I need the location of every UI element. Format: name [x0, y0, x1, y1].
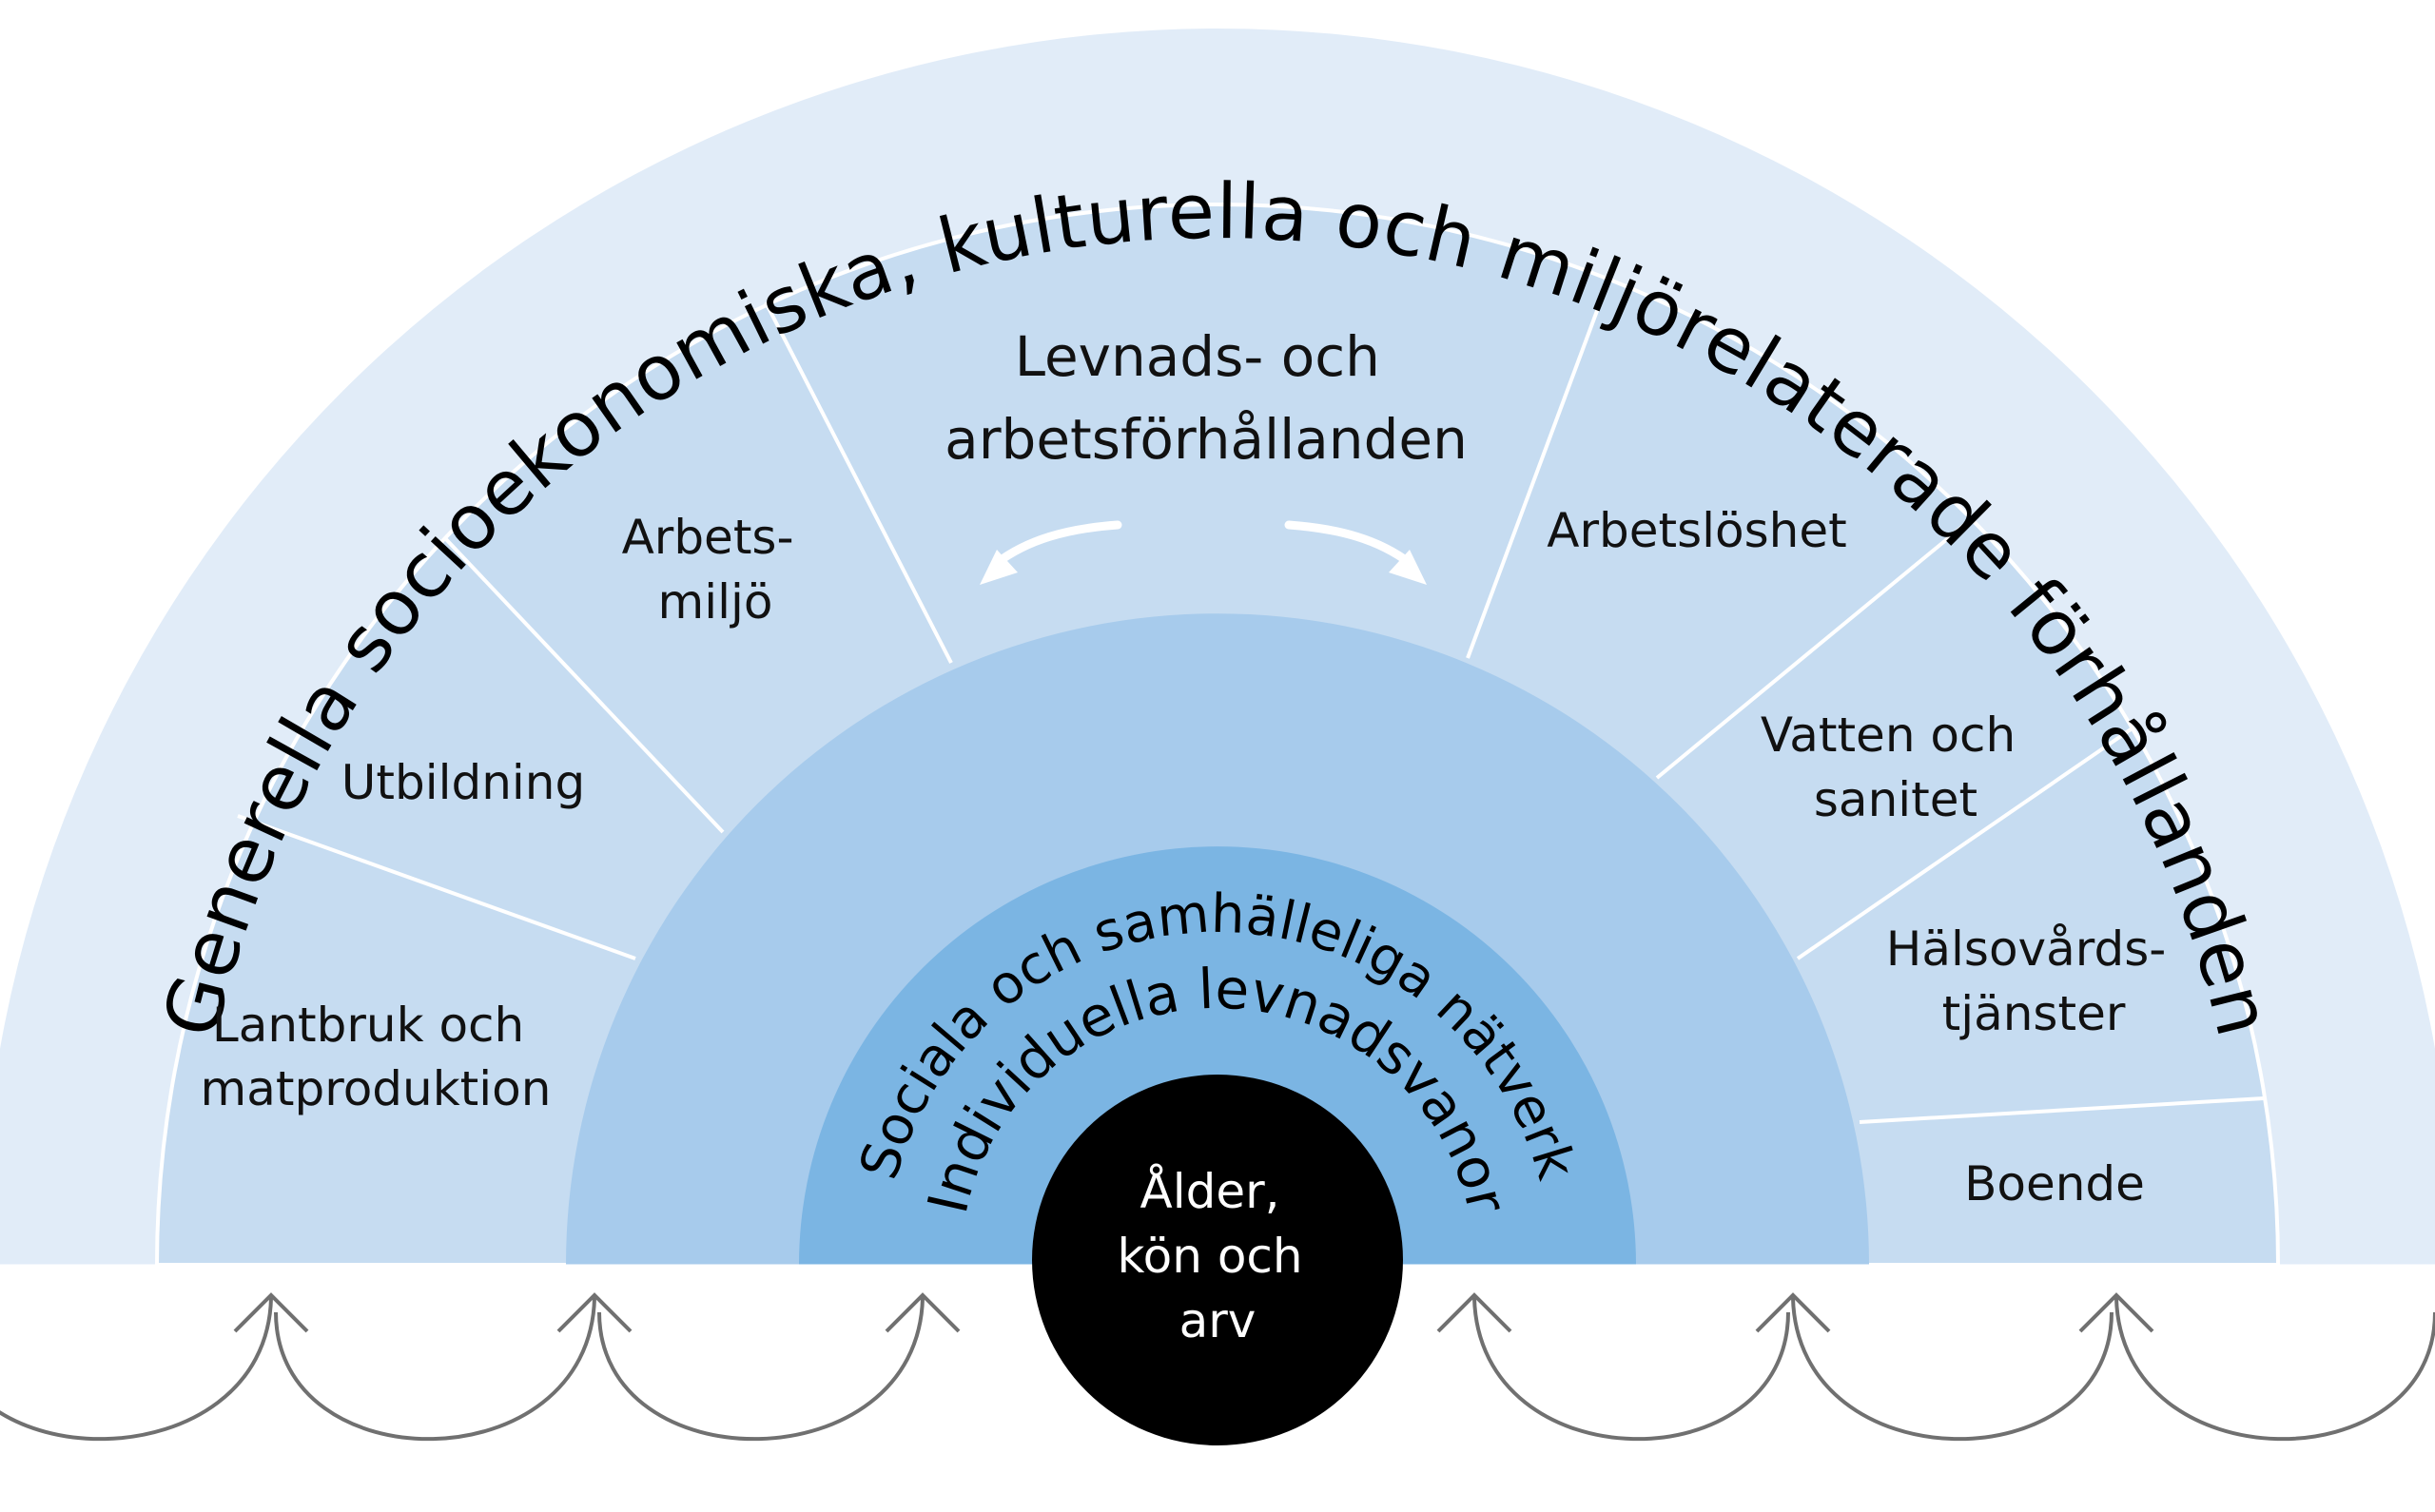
- loop-arrowhead-icon: [1755, 1292, 1831, 1333]
- segment-label-vatten: Vatten och sanitet: [1761, 708, 2031, 827]
- core-line3: arv: [1179, 1293, 1256, 1348]
- arrow-right-head-icon: [1389, 550, 1427, 585]
- loop-arrowhead-icon: [885, 1292, 961, 1333]
- individual-band: [799, 846, 1636, 1265]
- middle-title-line1: Levnads- och: [1015, 324, 1380, 389]
- interaction-loops: [0, 1292, 2435, 1442]
- segment-divider: [442, 535, 725, 834]
- segment-vatten-line1: Vatten och: [1761, 708, 2016, 763]
- segment-divider: [764, 301, 953, 664]
- segment-arbetsmiljo-line1: Arbets-: [622, 510, 794, 565]
- arrow-left-head-icon: [980, 550, 1018, 585]
- arrow-left-icon: [992, 520, 1122, 568]
- segment-divider: [1859, 1096, 2265, 1124]
- segment-arbetsmiljo-line2: miljö: [658, 574, 773, 630]
- core-line1: Ålder,: [1140, 1164, 1280, 1219]
- segment-label-arbetsloshet: Arbetslöshet: [1547, 503, 1847, 558]
- segment-divider: [1796, 726, 2135, 960]
- core-label: Ålder, kön och arv: [1117, 1164, 1317, 1348]
- segment-label-boende: Boende: [1964, 1156, 2145, 1212]
- loop-arrowhead-icon: [233, 1292, 309, 1333]
- loop-arrow-icon: [0, 1297, 273, 1442]
- loop-arrow-icon: [1791, 1297, 2114, 1442]
- arrow-right-icon: [1284, 520, 1414, 568]
- segment-label-lantbruk: Lantbruk och matproduktion: [201, 998, 552, 1116]
- loop-arrow-icon: [2114, 1297, 2435, 1442]
- loop-arrowhead-icon: [1436, 1292, 1512, 1333]
- segment-vatten-line2: sanitet: [1814, 772, 1977, 827]
- segment-dividers: [237, 277, 2265, 1124]
- segment-label-utbildning: Utbildning: [341, 755, 585, 810]
- segment-halsovard-line1: Hälsovårds-: [1886, 921, 2167, 977]
- loop-arrowhead-icon: [556, 1292, 633, 1333]
- segment-utbildning-line1: Utbildning: [341, 755, 585, 810]
- segment-boende-line1: Boende: [1964, 1156, 2145, 1212]
- segment-divider: [1655, 519, 1971, 780]
- segment-lantbruk-line2: matproduktion: [201, 1061, 552, 1116]
- segment-divider: [237, 814, 636, 960]
- segment-label-arbetsmiljo: Arbets- miljö: [622, 510, 809, 630]
- middle-title: Levnads- och arbetsförhållanden: [945, 324, 1468, 472]
- core-line2: kön och: [1117, 1229, 1302, 1284]
- loop-arrow-icon: [274, 1297, 596, 1442]
- segment-arbetsloshet-line1: Arbetslöshet: [1547, 503, 1847, 558]
- segment-halsovard-line2: tjänster: [1942, 986, 2126, 1041]
- loop-arrow-icon: [597, 1297, 925, 1442]
- segment-label-halsovard: Hälsovårds- tjänster: [1886, 921, 2181, 1041]
- loop-arrowhead-icon: [2078, 1292, 2154, 1333]
- loop-arrow-icon: [1472, 1297, 1790, 1442]
- core-circle: [1032, 1075, 1403, 1445]
- middle-title-line2: arbetsförhållanden: [945, 407, 1468, 472]
- segment-lantbruk-line1: Lantbruk och: [212, 998, 524, 1053]
- segment-divider: [1466, 277, 1611, 659]
